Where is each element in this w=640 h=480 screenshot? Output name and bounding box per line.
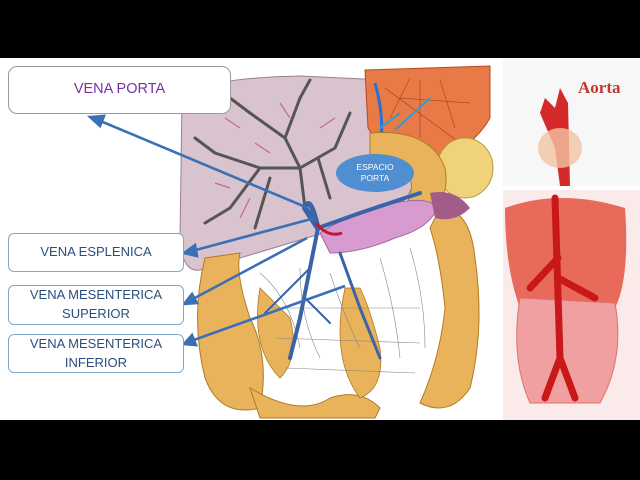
descending-colon	[419, 207, 480, 409]
espacio-porta-line1: ESPACIO	[356, 162, 394, 173]
vena-esplenica-text: VENA ESPLENICA	[40, 244, 152, 260]
vena-esplenica-label: VENA ESPLENICA	[8, 233, 184, 272]
spleen	[430, 192, 470, 220]
vena-mesenterica-inferior-line1: VENA MESENTERICA	[29, 335, 163, 351]
aorta-label: Aorta	[578, 78, 621, 97]
vena-porta-label: VENA PORTA	[8, 66, 231, 114]
vena-mesenterica-superior-line2: SUPERIOR	[62, 306, 130, 321]
vena-porta-text: VENA PORTA	[73, 81, 166, 98]
vena-mesenterica-superior-line1: VENA MESENTERICA	[29, 287, 163, 303]
espacio-porta-line2: PORTA	[360, 173, 390, 183]
vena-mesenterica-inferior-line2: INFERIOR	[64, 354, 128, 370]
vena-mesenterica-inferior-label: VENA MESENTERICA INFERIOR	[8, 334, 184, 373]
espacio-porta-bubble: ESPACIO PORTA	[336, 154, 414, 192]
hepatic-vessel-tree	[193, 78, 352, 230]
ascending-colon	[197, 252, 264, 411]
portal-venous-system-illustration	[86, 58, 640, 420]
slide: VENA PORTA VENA ESPLENICA VENA MESENTERI…	[0, 58, 640, 420]
vena-mesenterica-superior-label: VENA MESENTERICA SUPERIOR	[8, 285, 184, 325]
